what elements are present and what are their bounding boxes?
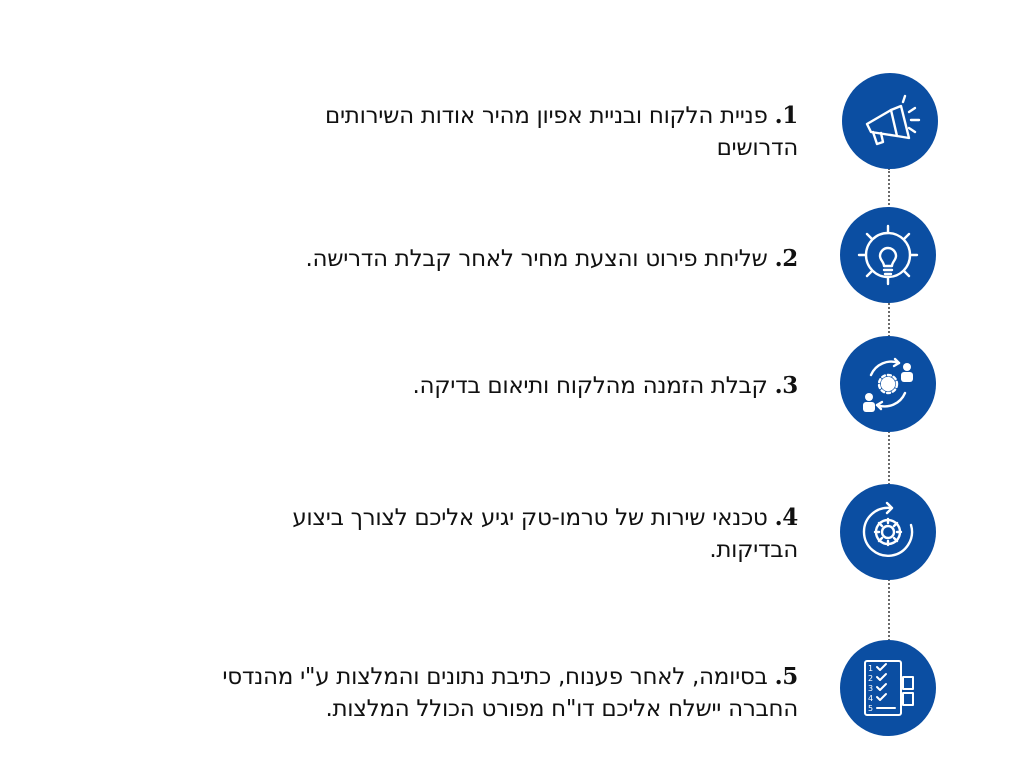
step-5-description: בסיומה, לאחר פענוח, כתיבת נתונים והמלצות…: [222, 664, 798, 722]
svg-text:4: 4: [868, 694, 873, 703]
step-4-badge: [840, 484, 936, 580]
step-5-text: 5. בסיומה, לאחר פענוח, כתיבת נתונים והמל…: [178, 661, 798, 725]
lightbulb-gear-icon: [857, 224, 919, 286]
svg-text:2: 2: [868, 674, 873, 683]
step-1-badge: [842, 73, 938, 169]
step-2-text: 2. שליחת פירוט והצעת מחיר לאחר קבלת הדרי…: [238, 243, 799, 275]
step-1-number: 1.: [774, 102, 799, 129]
checklist-report-icon: 1 2 3 4 5: [864, 660, 914, 716]
step-5-number: 5.: [774, 663, 799, 690]
svg-text:5: 5: [868, 704, 873, 713]
megaphone-icon: [865, 94, 921, 146]
step-2-description: שליחת פירוט והצעת מחיר לאחר קבלת הדרישה.: [305, 246, 768, 272]
gear-cycle-icon: [862, 501, 914, 557]
people-exchange-gear-icon: [863, 357, 913, 412]
svg-text:3: 3: [868, 684, 873, 693]
svg-text:1: 1: [868, 664, 873, 673]
step-3-text: 3. קבלת הזמנה מהלקוח ותיאום בדיקה.: [278, 370, 799, 402]
step-3-badge: [840, 336, 936, 432]
step-4-number: 4.: [774, 504, 799, 531]
step-4-text: 4. טכנאי שירות של טרמו-טק יגיע אליכם לצו…: [238, 502, 798, 566]
step-1-description: פניית הלקוח ובניית אפיון מהיר אודות השיר…: [325, 103, 798, 161]
step-5-badge: 1 2 3 4 5: [840, 640, 936, 736]
step-2-number: 2.: [774, 245, 799, 272]
step-4-description: טכנאי שירות של טרמו-טק יגיע אליכם לצורך …: [292, 505, 798, 563]
step-3-number: 3.: [774, 372, 799, 399]
step-1-text: 1. פניית הלקוח ובניית אפיון מהיר אודות ה…: [278, 100, 798, 164]
step-2-badge: [840, 207, 936, 303]
step-3-description: קבלת הזמנה מהלקוח ותיאום בדיקה.: [412, 373, 768, 399]
